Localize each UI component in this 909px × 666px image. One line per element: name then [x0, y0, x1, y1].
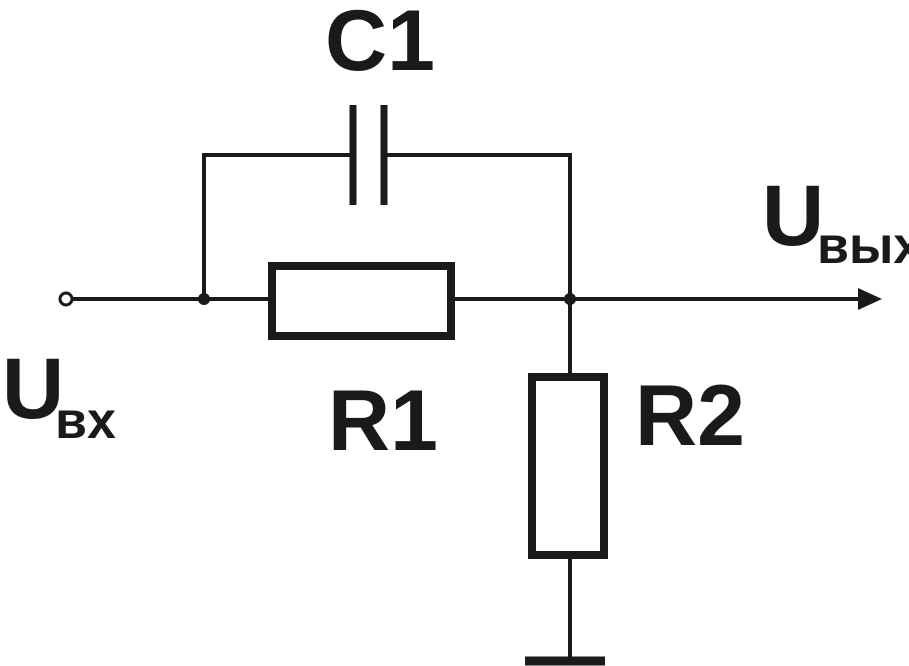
r1-resistor-body — [268, 262, 455, 340]
c1-label: C1 — [325, 0, 435, 89]
input-voltage-subscript: вх — [55, 392, 116, 450]
output-arrowhead — [858, 288, 882, 310]
input-terminal — [58, 291, 74, 307]
r2-resistor-body — [528, 373, 608, 559]
output-voltage-subscript: вых — [817, 217, 909, 275]
input-junction-dot — [198, 293, 210, 305]
output-voltage-symbol: U — [762, 168, 824, 264]
r1-label: R1 — [328, 373, 438, 469]
input-voltage-label: U вх — [2, 341, 116, 450]
input-voltage-symbol: U — [2, 341, 64, 437]
output-voltage-label: U вых — [762, 168, 909, 275]
r2-label: R2 — [635, 368, 745, 464]
